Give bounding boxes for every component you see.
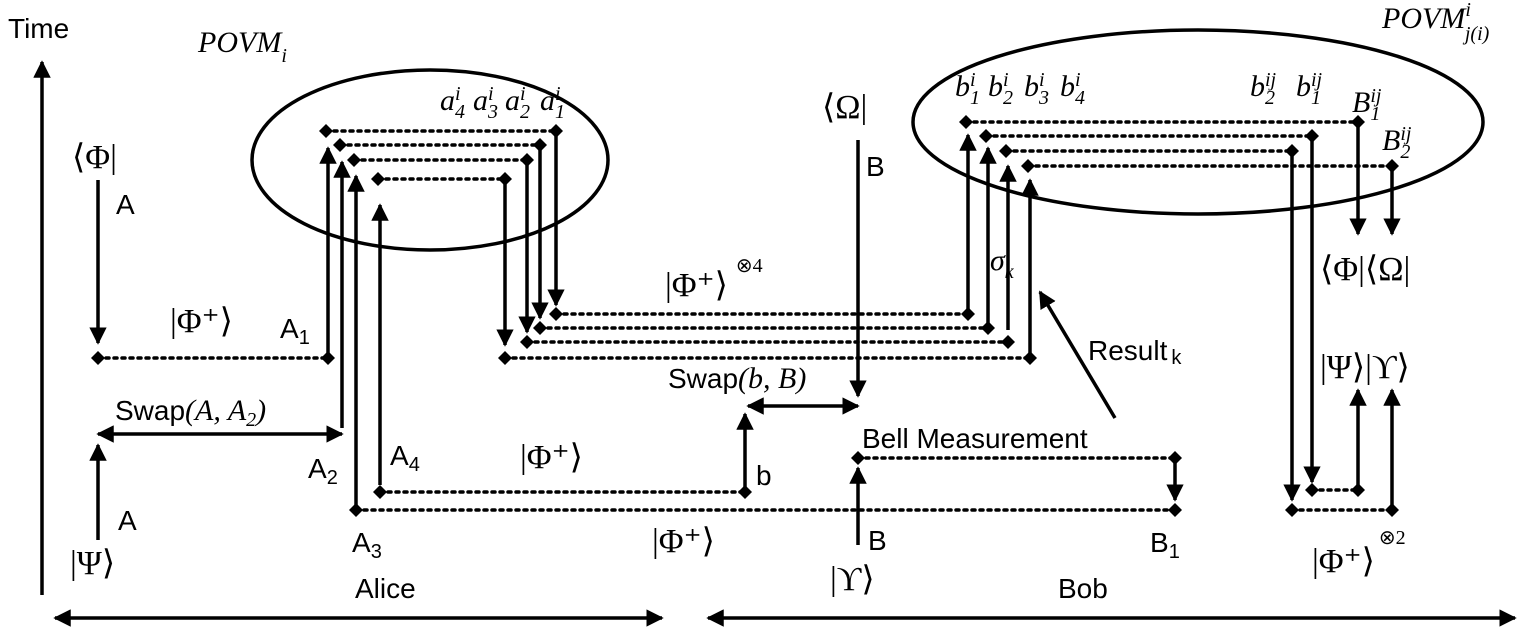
node-diamond — [371, 172, 385, 186]
node-diamond — [1305, 129, 1319, 143]
sigma-label: σk — [990, 244, 1015, 283]
swap-A-label: Swap(A, A2) — [115, 394, 266, 431]
node-diamond — [549, 307, 563, 321]
phi-plus-ket-2: |Φ⁺⟩ — [520, 439, 583, 476]
label-A-low: A — [118, 505, 137, 536]
node-diamond — [549, 124, 563, 138]
node-diamond — [1021, 159, 1035, 173]
label-A4: A4 — [390, 440, 420, 476]
time-label: Time — [8, 13, 69, 44]
phi-bra: ⟨Φ| — [72, 139, 117, 176]
node-diamond — [1285, 503, 1299, 517]
node-diamond — [1385, 159, 1399, 173]
node-diamond — [1023, 351, 1037, 365]
phi-plus-ket-3: |Φ⁺⟩ — [652, 523, 715, 560]
alice-label: Alice — [355, 573, 416, 604]
node-diamond — [1285, 144, 1299, 158]
node-markers — [91, 115, 1399, 517]
svg-text:a2i: a2i — [505, 83, 530, 123]
node-diamond — [1001, 335, 1015, 349]
bell-measurement-label: Bell Measurement — [862, 423, 1088, 454]
label-b: b — [756, 460, 772, 491]
node-diamond — [533, 321, 547, 335]
result-arrow — [1038, 290, 1117, 419]
label-B1: B1 — [1150, 527, 1180, 563]
svg-text:b2ij: b2ij — [1250, 69, 1277, 109]
node-diamond — [520, 153, 534, 167]
node-diamond — [533, 138, 547, 152]
node-diamond — [1168, 451, 1182, 465]
omega-bra: ⟨Ω| — [822, 89, 867, 126]
label-A-top: A — [116, 189, 135, 220]
node-diamond — [91, 351, 105, 365]
node-diamond — [1168, 503, 1182, 517]
psi-ket: |Ψ⟩ — [70, 545, 115, 582]
node-diamond — [961, 307, 975, 321]
povm-alice-ellipse — [250, 68, 610, 252]
a-labels: a4i a3i a2i a1i — [440, 83, 565, 123]
node-diamond — [373, 485, 387, 499]
label-B-low: B — [868, 525, 887, 556]
phi-omega-bra: ⟨Φ|⟨Ω| — [1320, 251, 1410, 288]
phi-plus-ket-2-right: |Φ⁺⟩⊗2 — [1312, 527, 1406, 580]
node-diamond — [1305, 483, 1319, 497]
node-diamond — [498, 351, 512, 365]
svg-text:b2i: b2i — [988, 69, 1013, 109]
svg-text:a4i: a4i — [440, 83, 465, 123]
node-diamond — [319, 124, 333, 138]
povm-bob-ellipse — [911, 28, 1485, 216]
node-diamond — [498, 172, 512, 186]
node-diamond — [321, 351, 335, 365]
node-diamond — [738, 485, 752, 499]
node-diamond — [1351, 115, 1365, 129]
svg-text:b1ij: b1ij — [1296, 69, 1323, 109]
node-diamond — [959, 115, 973, 129]
node-diamond — [851, 451, 865, 465]
b-labels: b1i b2i b3i b4i — [955, 69, 1085, 109]
node-diamond — [333, 138, 347, 152]
node-diamond — [1351, 483, 1365, 497]
swap-b-label: Swap(b, B) — [668, 362, 806, 395]
svg-text:a1i: a1i — [540, 83, 565, 123]
label-A3: A3 — [352, 527, 382, 563]
node-diamond — [979, 129, 993, 143]
bij-labels: b2ij b1ij — [1250, 69, 1323, 109]
svg-text:b4i: b4i — [1060, 69, 1085, 109]
label-B-top: B — [866, 151, 885, 182]
label-A2: A2 — [308, 453, 338, 489]
node-diamond — [349, 503, 363, 517]
label-A1: A1 — [280, 313, 310, 349]
psi-upsilon-ket: |Ψ⟩|ϒ⟩ — [1320, 349, 1410, 386]
Bij-1-label: B1ij — [1352, 85, 1382, 125]
phi-plus-ket-1: |Φ⁺⟩ — [170, 303, 233, 340]
node-diamond — [999, 144, 1013, 158]
node-diamond — [1385, 503, 1399, 517]
Bij-2-label: B2ij — [1382, 123, 1412, 163]
node-diamond — [520, 335, 534, 349]
phi-plus-ket-4: |Φ⁺⟩⊗4 — [665, 255, 763, 304]
node-diamond — [981, 321, 995, 335]
povm-alice-label: POVMi — [197, 26, 287, 67]
svg-text:a3i: a3i — [473, 83, 498, 123]
svg-text:b3i: b3i — [1024, 69, 1049, 109]
upsilon-ket: |ϒ⟩ — [830, 561, 875, 598]
bob-label: Bob — [1058, 573, 1108, 604]
node-diamond — [347, 153, 361, 167]
svg-text:b1i: b1i — [955, 69, 980, 109]
